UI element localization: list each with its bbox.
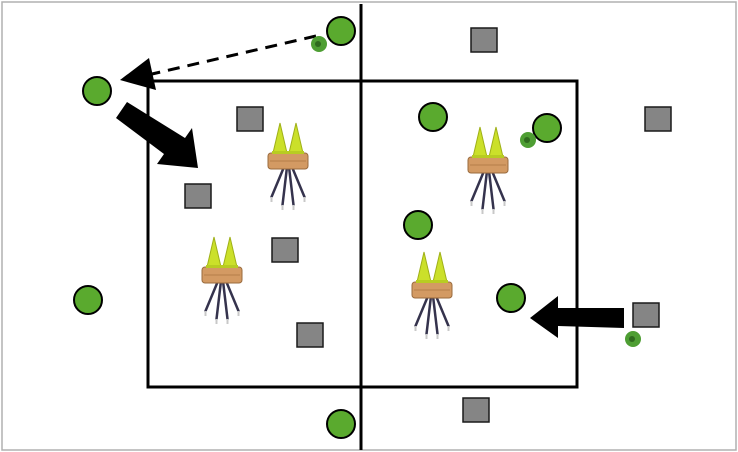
pass-arrow	[120, 34, 317, 90]
player-icon-4	[532, 113, 562, 143]
defender-icon-4	[184, 183, 212, 209]
ball-icon-3	[625, 331, 641, 347]
cone-station-icon-4	[411, 251, 453, 339]
run-arrow-right	[530, 296, 624, 338]
player-icon-6	[73, 285, 103, 315]
defender-icon-8	[462, 397, 490, 423]
defender-icon-5	[271, 237, 299, 263]
defenders-group	[184, 27, 672, 423]
defender-icon-6	[296, 322, 324, 348]
stations-group	[201, 122, 509, 339]
player-icon-2	[82, 76, 112, 106]
ball-icon-1	[311, 36, 327, 52]
balls-group	[311, 36, 641, 347]
defender-icon-7	[632, 302, 660, 328]
defender-icon-1	[470, 27, 498, 53]
cone-station-icon-1	[267, 122, 309, 210]
player-icon-5	[403, 210, 433, 240]
defender-icon-3	[644, 106, 672, 132]
players-group	[73, 16, 562, 439]
dashed-arrow-icon	[120, 58, 156, 90]
ball-icon-2	[520, 132, 536, 148]
player-icon-1	[326, 16, 356, 46]
cone-station-icon-2	[467, 126, 509, 214]
defender-icon-2	[236, 106, 264, 132]
cone-station-icon-3	[201, 236, 243, 324]
run-arrow-top-left	[116, 102, 198, 168]
player-icon-7	[496, 283, 526, 313]
player-icon-8	[326, 409, 356, 439]
player-icon-3	[418, 102, 448, 132]
